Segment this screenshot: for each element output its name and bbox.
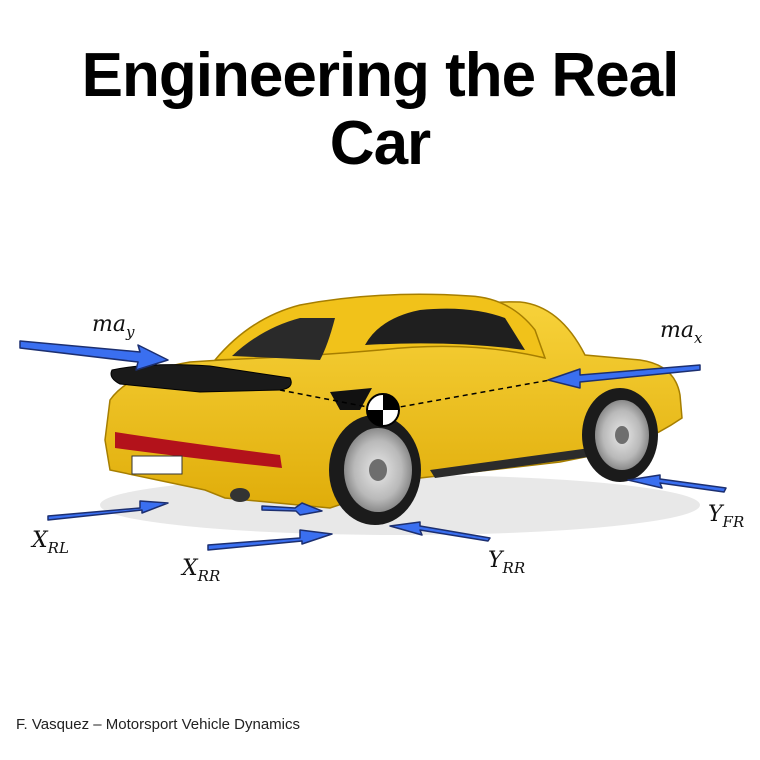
arrow-max — [547, 364, 701, 389]
side-sill — [430, 448, 595, 478]
credit-text: F. Vasquez – Motorsport Vehicle Dynamics — [16, 716, 301, 733]
label-xrl: XRL — [32, 528, 69, 557]
label-max: max — [660, 318, 703, 347]
cg-line-front — [382, 379, 551, 411]
label-xrr: XRR — [182, 556, 221, 585]
arrow-yfr — [627, 474, 727, 493]
front-right-wheel — [582, 388, 658, 482]
side-window — [365, 308, 525, 350]
rear-right-wheel — [329, 415, 421, 525]
label-may: may — [92, 312, 135, 341]
arrow-yrr — [389, 521, 491, 542]
arrow-xrl — [47, 500, 169, 521]
center-of-gravity-marker — [366, 393, 400, 427]
rear-window — [232, 318, 335, 360]
label-yfr: YFR — [708, 502, 745, 531]
side-intake — [330, 388, 372, 410]
arrow-xrr-top — [261, 502, 323, 516]
page-title: Engineering the Real Car — [81, 41, 680, 178]
arrow-xrr — [207, 529, 333, 551]
label-yrr: YRR — [488, 548, 526, 577]
arrow-may — [19, 340, 169, 371]
exhaust — [230, 488, 250, 502]
license-plate — [131, 455, 183, 475]
tail-light — [115, 432, 282, 468]
